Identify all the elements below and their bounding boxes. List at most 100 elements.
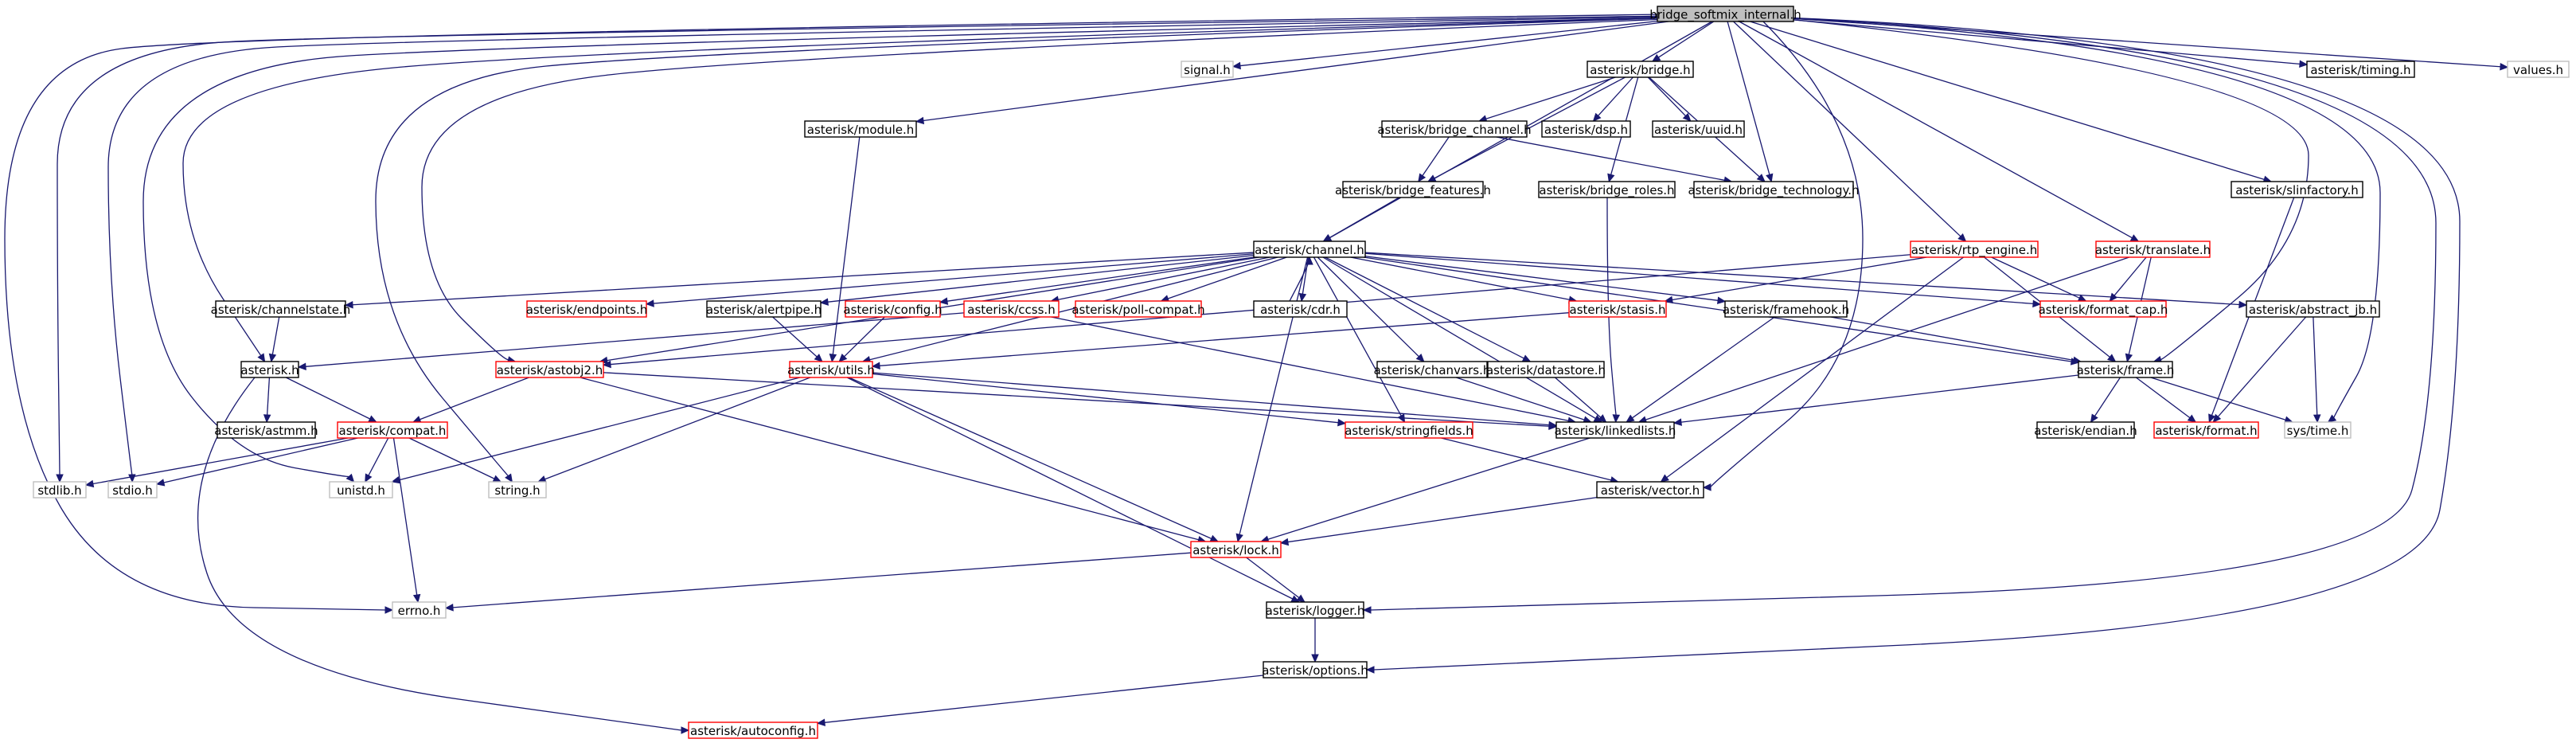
node-box <box>1568 300 1667 318</box>
node-logger[interactable]: asterisk/logger.h <box>1266 601 1365 619</box>
node-box <box>2153 421 2259 439</box>
node-label: asterisk/timing.h <box>2310 63 2410 77</box>
node-stringfields[interactable]: asterisk/stringfields.h <box>1345 421 1473 439</box>
edge-root-to-timing <box>1793 19 2309 68</box>
edge-line <box>923 21 1669 122</box>
node-label: asterisk/cdr.h <box>1260 303 1341 317</box>
edge-root-to-bridge_technology <box>1727 21 1774 183</box>
node-uuid[interactable]: asterisk/uuid.h <box>1652 120 1745 138</box>
node-bridge-roles[interactable]: asterisk/bridge_roles.h <box>1538 181 1676 198</box>
edge-alertpipe-to-utils <box>772 316 823 362</box>
node-stasis[interactable]: asterisk/stasis.h <box>1568 300 1667 318</box>
edge-arrowhead <box>1298 292 1307 303</box>
edge-module-to-utils <box>829 136 861 363</box>
edge-line <box>2217 316 2307 417</box>
node-bridge[interactable]: asterisk/bridge.h <box>1587 61 1694 78</box>
edge-framehook-to-frame <box>1830 316 2082 365</box>
node-utils[interactable]: asterisk/utils.h <box>787 361 875 378</box>
edge-datastore-to-linkedlists <box>1555 377 1607 423</box>
node-options[interactable]: asterisk/options.h <box>1262 661 1368 678</box>
node-systime: sys/time.h <box>2284 421 2352 439</box>
node-label: asterisk/slinfactory.h <box>2235 183 2359 197</box>
node-module[interactable]: asterisk/module.h <box>804 120 917 138</box>
node-lock[interactable]: asterisk/lock.h <box>1190 541 1282 558</box>
node-label: asterisk/autoconfig.h <box>690 724 816 738</box>
edge-line <box>1680 374 2079 423</box>
node-cdr[interactable]: asterisk/cdr.h <box>1253 300 1348 318</box>
node-datastore[interactable]: asterisk/datastore.h <box>1486 361 1606 378</box>
edge-line <box>266 377 271 416</box>
node-rtp-engine[interactable]: asterisk/rtp_engine.h <box>1910 240 2039 258</box>
node-ccss[interactable]: asterisk/ccss.h <box>963 300 1060 318</box>
edge-line <box>580 377 1199 541</box>
node-pollcompat[interactable]: asterisk/poll-compat.h <box>1071 300 1205 318</box>
edge-line <box>1733 21 1961 237</box>
edge-arrowhead <box>1418 173 1427 183</box>
node-endpoints[interactable]: asterisk/endpoints.h <box>526 300 648 318</box>
edge-line <box>1666 256 1964 479</box>
edge-line <box>872 372 1550 426</box>
node-bridge-technology[interactable]: asterisk/bridge_technology.h <box>1688 181 1860 198</box>
node-config[interactable]: asterisk/config.h <box>843 300 943 318</box>
node-label: sys/time.h <box>2287 424 2349 438</box>
node-slinfactory[interactable]: asterisk/slinfactory.h <box>2231 181 2363 198</box>
node-vector[interactable]: asterisk/vector.h <box>1596 481 1704 499</box>
edge-config-to-utils <box>838 316 885 362</box>
node-box <box>1555 421 1675 439</box>
node-format-cap[interactable]: asterisk/format_cap.h <box>2039 300 2168 318</box>
node-root[interactable]: bridge_softmix_internal.h <box>1649 6 1801 23</box>
node-framehook[interactable]: asterisk/framehook.h <box>1723 300 1849 318</box>
node-label: asterisk/format.h <box>2155 424 2257 438</box>
edge-arrowhead <box>2500 62 2509 71</box>
edge-arrowhead <box>2109 292 2118 302</box>
node-chanvars[interactable]: asterisk/chanvars.h <box>1374 361 1491 378</box>
edge-line <box>408 437 495 479</box>
node-frame[interactable]: asterisk/frame.h <box>2077 361 2175 378</box>
node-channel[interactable]: asterisk/channel.h <box>1253 240 1366 258</box>
edge-arrowhead <box>939 297 949 305</box>
edge-line <box>1710 17 1864 488</box>
edge-line <box>197 377 682 731</box>
edge-arrowhead <box>1626 414 1635 423</box>
edge-line <box>1672 256 1927 301</box>
edge-arrowhead <box>645 299 654 307</box>
node-format[interactable]: asterisk/format.h <box>2153 421 2259 439</box>
node-autoconfig[interactable]: asterisk/autoconfig.h <box>688 721 818 739</box>
edge-arrowhead <box>345 473 355 483</box>
node-astobj2[interactable]: asterisk/astobj2.h <box>495 361 604 378</box>
node-asterisk-h[interactable]: asterisk.h <box>240 361 299 378</box>
node-abstract-jb[interactable]: asterisk/abstract_jb.h <box>2246 300 2380 318</box>
node-label: asterisk/alertpipe.h <box>706 303 822 317</box>
node-label: asterisk/endian.h <box>2034 424 2137 438</box>
node-unistd: unistd.h <box>329 481 393 499</box>
node-astmm[interactable]: asterisk/astmm.h <box>214 421 318 439</box>
node-translate[interactable]: asterisk/translate.h <box>2095 240 2211 258</box>
node-label: asterisk/options.h <box>1262 663 1368 678</box>
node-box <box>2095 240 2211 258</box>
edge-line <box>1267 437 1590 540</box>
node-bridge-features[interactable]: asterisk/bridge_features.h <box>1335 181 1491 198</box>
edge-line <box>1350 256 1570 300</box>
edge-bridge-to-dsp <box>1592 76 1633 122</box>
edge-arrowhead <box>1957 233 1967 242</box>
node-label: asterisk/bridge_features.h <box>1335 183 1491 198</box>
edge-arrowhead <box>1682 112 1692 122</box>
node-alertpipe[interactable]: asterisk/alertpipe.h <box>706 300 822 318</box>
edge-asterisk_h-to-autoconfig <box>197 377 690 734</box>
edge-line <box>827 255 1255 303</box>
node-bridge-channel[interactable]: asterisk/bridge_channel.h <box>1377 120 1532 138</box>
node-dsp[interactable]: asterisk/dsp.h <box>1541 120 1631 138</box>
edge-line <box>1658 21 1715 58</box>
node-label: signal.h <box>1184 63 1231 77</box>
node-compat[interactable]: asterisk/compat.h <box>337 421 448 439</box>
edge-rtp_engine-to-format_cap <box>1991 256 2087 302</box>
node-box <box>2078 361 2173 378</box>
node-endian[interactable]: asterisk/endian.h <box>2034 421 2137 439</box>
node-label: asterisk/compat.h <box>339 424 447 438</box>
edge-arrowhead <box>1548 420 1558 429</box>
node-channelstate[interactable]: asterisk/channelstate.h <box>211 300 351 318</box>
node-linkedlists[interactable]: asterisk/linkedlists.h <box>1555 421 1676 439</box>
edge-line <box>352 252 1255 306</box>
node-timing[interactable]: asterisk/timing.h <box>2306 61 2415 78</box>
edge-arrowhead <box>1672 418 1682 426</box>
